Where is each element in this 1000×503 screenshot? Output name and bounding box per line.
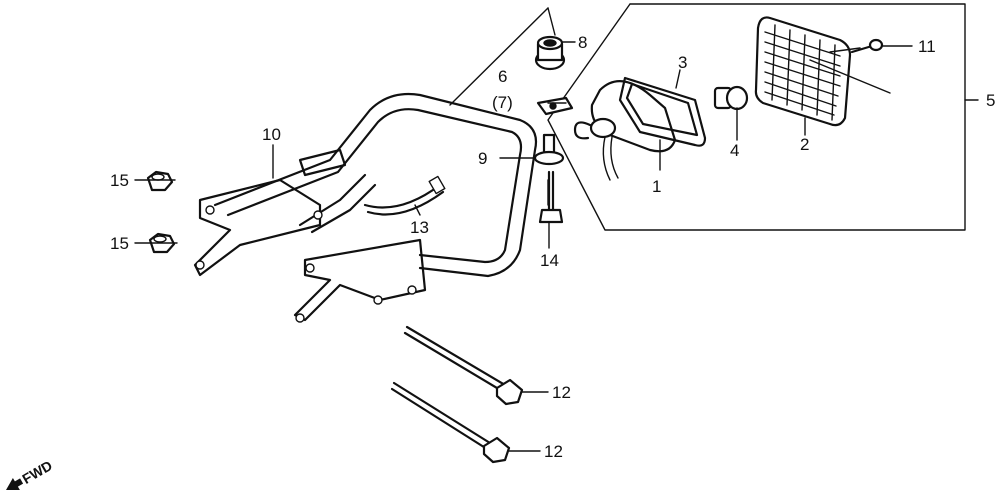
callout-4: 4 [730, 141, 739, 160]
forward-indicator: FWD [6, 457, 55, 491]
callout-11: 11 [918, 37, 936, 56]
lens-gasket [618, 76, 707, 147]
grab-rail [193, 92, 538, 323]
callout-7: (7) [492, 93, 513, 112]
leader-lines [134, 41, 913, 452]
callout-9: 9 [478, 149, 487, 168]
callout-12-upper: 12 [552, 383, 571, 402]
washer-plate [536, 96, 574, 116]
callout-14: 14 [540, 251, 559, 270]
lens-pattern [764, 24, 841, 121]
arrow-forward-icon [6, 477, 24, 491]
callout-labels: 1 2 3 4 5 6 (7) 8 9 10 11 12 12 13 14 15… [110, 33, 995, 461]
collar [533, 133, 565, 166]
taillight-lens [754, 16, 852, 127]
grommet [534, 35, 566, 71]
fwd-label: FWD [19, 457, 55, 487]
bulb [713, 85, 749, 111]
callout-12-lower: 12 [544, 442, 563, 461]
callout-2: 2 [800, 135, 809, 154]
bolt-long-upper [403, 325, 524, 406]
callout-1: 1 [652, 177, 661, 196]
callout-8: 8 [578, 33, 587, 52]
taillight-housing [573, 80, 677, 181]
callout-15-upper: 15 [110, 171, 129, 190]
bolt-long-lower [390, 381, 511, 464]
callout-3: 3 [678, 53, 687, 72]
callout-5: 5 [986, 91, 995, 110]
lens-screw [809, 38, 891, 94]
nut-upper [146, 170, 174, 192]
callout-6: 6 [498, 67, 507, 86]
strap [363, 175, 446, 216]
bolt-short [538, 170, 564, 224]
callout-10: 10 [262, 125, 281, 144]
callout-15-lower: 15 [110, 234, 129, 253]
callout-13: 13 [410, 218, 429, 237]
